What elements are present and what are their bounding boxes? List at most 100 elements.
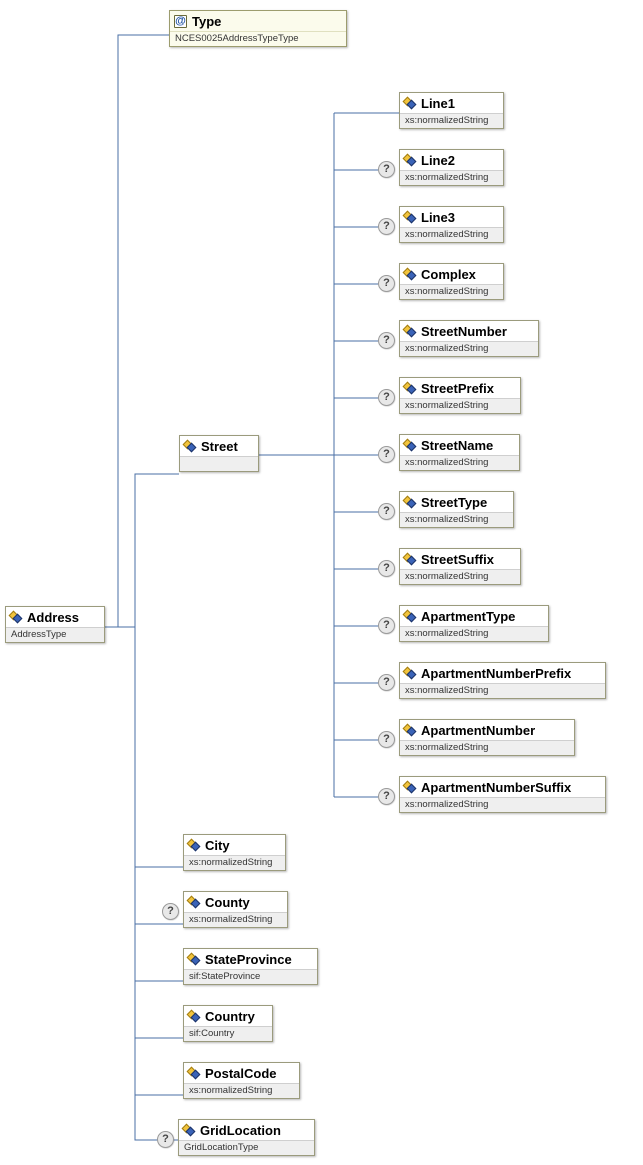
node-stateprovince-label: StateProvince xyxy=(205,951,292,967)
node-streetname-label: StreetName xyxy=(421,437,494,453)
node-city[interactable]: City xs:normalizedString xyxy=(183,834,286,871)
node-apartmentnumber-title: ApartmentNumber xyxy=(400,720,574,741)
node-streetprefix-title: StreetPrefix xyxy=(400,378,520,399)
node-apartmentnumbersuffix-type: xs:normalizedString xyxy=(400,798,605,812)
optional-marker-streettype: ? xyxy=(378,503,395,520)
node-streettype-type: xs:normalizedString xyxy=(400,513,513,527)
element-icon xyxy=(402,666,417,680)
node-streetsuffix-title: StreetSuffix xyxy=(400,549,520,570)
element-icon xyxy=(186,895,201,909)
node-line3[interactable]: Line3 xs:normalizedString xyxy=(399,206,504,243)
node-county-title: County xyxy=(184,892,287,913)
element-icon xyxy=(402,438,417,452)
node-street-type xyxy=(180,457,258,471)
node-gridlocation-type: GridLocationType xyxy=(179,1141,314,1155)
node-stateprovince-type: sif:StateProvince xyxy=(184,970,317,984)
element-icon xyxy=(402,495,417,509)
node-postalcode[interactable]: PostalCode xs:normalizedString xyxy=(183,1062,300,1099)
node-address-type: AddressType xyxy=(6,628,104,642)
node-apartmentnumbersuffix[interactable]: ApartmentNumberSuffix xs:normalizedStrin… xyxy=(399,776,606,813)
node-complex-type: xs:normalizedString xyxy=(400,285,503,299)
node-line3-type: xs:normalizedString xyxy=(400,228,503,242)
node-street-label: Street xyxy=(201,438,238,454)
element-icon xyxy=(402,381,417,395)
node-line3-label: Line3 xyxy=(421,209,455,225)
node-apartmentnumberprefix-type: xs:normalizedString xyxy=(400,684,605,698)
element-icon xyxy=(402,267,417,281)
node-apartmentnumberprefix-title: ApartmentNumberPrefix xyxy=(400,663,605,684)
node-city-label: City xyxy=(205,837,230,853)
node-line1-title: Line1 xyxy=(400,93,503,114)
element-icon xyxy=(402,324,417,338)
optional-marker-streetnumber: ? xyxy=(378,332,395,349)
element-icon xyxy=(186,838,201,852)
node-country-title: Country xyxy=(184,1006,272,1027)
element-icon xyxy=(186,1066,201,1080)
node-line3-title: Line3 xyxy=(400,207,503,228)
node-line2-title: Line2 xyxy=(400,150,503,171)
node-streetnumber[interactable]: StreetNumber xs:normalizedString xyxy=(399,320,539,357)
node-streettype[interactable]: StreetType xs:normalizedString xyxy=(399,491,514,528)
node-streetprefix-label: StreetPrefix xyxy=(421,380,494,396)
node-complex[interactable]: Complex xs:normalizedString xyxy=(399,263,504,300)
node-streetname[interactable]: StreetName xs:normalizedString xyxy=(399,434,520,471)
node-apartmentnumber[interactable]: ApartmentNumber xs:normalizedString xyxy=(399,719,575,756)
node-type-attribute-title: @ Type xyxy=(170,11,346,32)
node-apartmentnumberprefix[interactable]: ApartmentNumberPrefix xs:normalizedStrin… xyxy=(399,662,606,699)
node-streetname-title: StreetName xyxy=(400,435,519,456)
node-line2-type: xs:normalizedString xyxy=(400,171,503,185)
node-address-title: Address xyxy=(6,607,104,628)
node-street[interactable]: Street xyxy=(179,435,259,472)
optional-marker-streetprefix: ? xyxy=(378,389,395,406)
node-streetnumber-type: xs:normalizedString xyxy=(400,342,538,356)
node-line1[interactable]: Line1 xs:normalizedString xyxy=(399,92,504,129)
node-apartmenttype-type: xs:normalizedString xyxy=(400,627,548,641)
node-line1-type: xs:normalizedString xyxy=(400,114,503,128)
attribute-icon: @ xyxy=(174,14,187,28)
node-streettype-title: StreetType xyxy=(400,492,513,513)
optional-marker-county: ? xyxy=(162,903,179,920)
element-icon xyxy=(402,552,417,566)
node-stateprovince-title: StateProvince xyxy=(184,949,317,970)
node-type-attribute-type: NCES0025AddressTypeType xyxy=(170,32,346,46)
node-gridlocation-title: GridLocation xyxy=(179,1120,314,1141)
node-complex-title: Complex xyxy=(400,264,503,285)
element-icon xyxy=(402,723,417,737)
node-gridlocation[interactable]: GridLocation GridLocationType xyxy=(178,1119,315,1156)
node-apartmentnumbersuffix-title: ApartmentNumberSuffix xyxy=(400,777,605,798)
node-county-label: County xyxy=(205,894,250,910)
element-icon xyxy=(402,153,417,167)
node-address[interactable]: Address AddressType xyxy=(5,606,105,643)
node-streetprefix[interactable]: StreetPrefix xs:normalizedString xyxy=(399,377,521,414)
optional-marker-line2: ? xyxy=(378,161,395,178)
node-streetnumber-label: StreetNumber xyxy=(421,323,507,339)
element-icon xyxy=(402,96,417,110)
node-streetsuffix[interactable]: StreetSuffix xs:normalizedString xyxy=(399,548,521,585)
element-icon xyxy=(182,439,197,453)
node-line2[interactable]: Line2 xs:normalizedString xyxy=(399,149,504,186)
node-streetname-type: xs:normalizedString xyxy=(400,456,519,470)
node-address-label: Address xyxy=(27,609,80,625)
node-apartmenttype[interactable]: ApartmentType xs:normalizedString xyxy=(399,605,549,642)
element-icon xyxy=(8,610,23,624)
optional-marker-gridlocation: ? xyxy=(157,1131,174,1148)
node-country-type: sif:Country xyxy=(184,1027,272,1041)
node-type-attribute[interactable]: @ Type NCES0025AddressTypeType xyxy=(169,10,347,47)
node-type-attribute-label: Type xyxy=(192,13,222,29)
element-icon xyxy=(402,780,417,794)
node-stateprovince[interactable]: StateProvince sif:StateProvince xyxy=(183,948,318,985)
element-icon xyxy=(181,1123,196,1137)
node-city-type: xs:normalizedString xyxy=(184,856,285,870)
node-streettype-label: StreetType xyxy=(421,494,488,510)
node-country-label: Country xyxy=(205,1008,255,1024)
element-icon xyxy=(402,210,417,224)
node-streetnumber-title: StreetNumber xyxy=(400,321,538,342)
node-gridlocation-label: GridLocation xyxy=(200,1122,281,1138)
node-country[interactable]: Country sif:Country xyxy=(183,1005,273,1042)
node-apartmenttype-title: ApartmentType xyxy=(400,606,548,627)
optional-marker-apartmentnumberprefix: ? xyxy=(378,674,395,691)
node-complex-label: Complex xyxy=(421,266,476,282)
node-county[interactable]: County xs:normalizedString xyxy=(183,891,288,928)
